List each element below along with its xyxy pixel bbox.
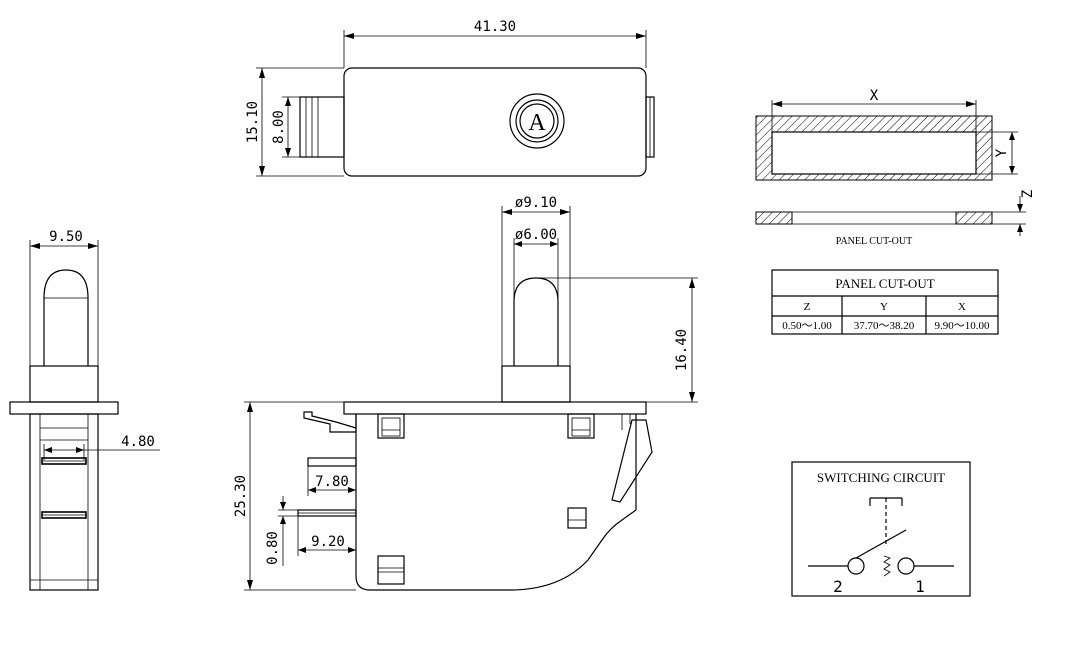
dim-top-inner-height: 8.00 xyxy=(271,110,287,144)
top-view: A 41.30 15.10 8.00 xyxy=(245,19,655,177)
circuit-title: SWITCHING CIRCUIT xyxy=(817,470,945,485)
cutout-x-label: X xyxy=(870,88,879,104)
dim-top-height: 15.10 xyxy=(245,101,261,143)
dim-body-height: 25.30 xyxy=(233,475,249,517)
switching-circuit: SWITCHING CIRCUIT 2 1 xyxy=(791,461,971,597)
table-title: PANEL CUT-OUT xyxy=(835,276,934,291)
table-header-y: Y xyxy=(880,301,888,313)
dim-terminal-1: 7.80 xyxy=(315,474,349,490)
cutout-table: PANEL CUT-OUT Z Y X 0.50～1.00 37.70～38.2… xyxy=(771,269,999,335)
cutout-z-label: Z xyxy=(1020,190,1036,198)
cutout-y-label: Y xyxy=(994,148,1010,157)
dim-outer-diameter: ø9.10 xyxy=(515,195,557,211)
table-header-x: X xyxy=(958,301,966,313)
dim-top-width: 41.30 xyxy=(474,19,516,35)
dim-side-width: 9.50 xyxy=(49,229,83,245)
table-value-x: 9.90～10.00 xyxy=(935,320,990,332)
panel-cutout-figure: X Y Z PANEL CUT-OUT xyxy=(755,88,1036,247)
dim-inner-diameter: ø6.00 xyxy=(515,227,557,243)
table-value-z: 0.50～1.00 xyxy=(782,320,832,332)
side-view: 9.50 4.80 xyxy=(9,229,160,591)
table-value-y: 37.70～38.20 xyxy=(854,320,915,332)
table-header-z: Z xyxy=(804,301,811,313)
button-label: A xyxy=(528,110,546,136)
cutout-caption: PANEL CUT-OUT xyxy=(836,236,912,247)
circuit-pin-1: 1 xyxy=(915,577,925,596)
dim-terminal-thickness: 0.80 xyxy=(265,531,281,565)
dim-plunger-height: 16.40 xyxy=(674,329,690,371)
dim-side-slot: 4.80 xyxy=(121,434,155,450)
front-view: ø9.10 ø6.00 16.40 25.30 7.80 xyxy=(233,195,698,591)
circuit-pin-2: 2 xyxy=(833,577,843,596)
dim-terminal-2: 9.20 xyxy=(311,534,345,550)
